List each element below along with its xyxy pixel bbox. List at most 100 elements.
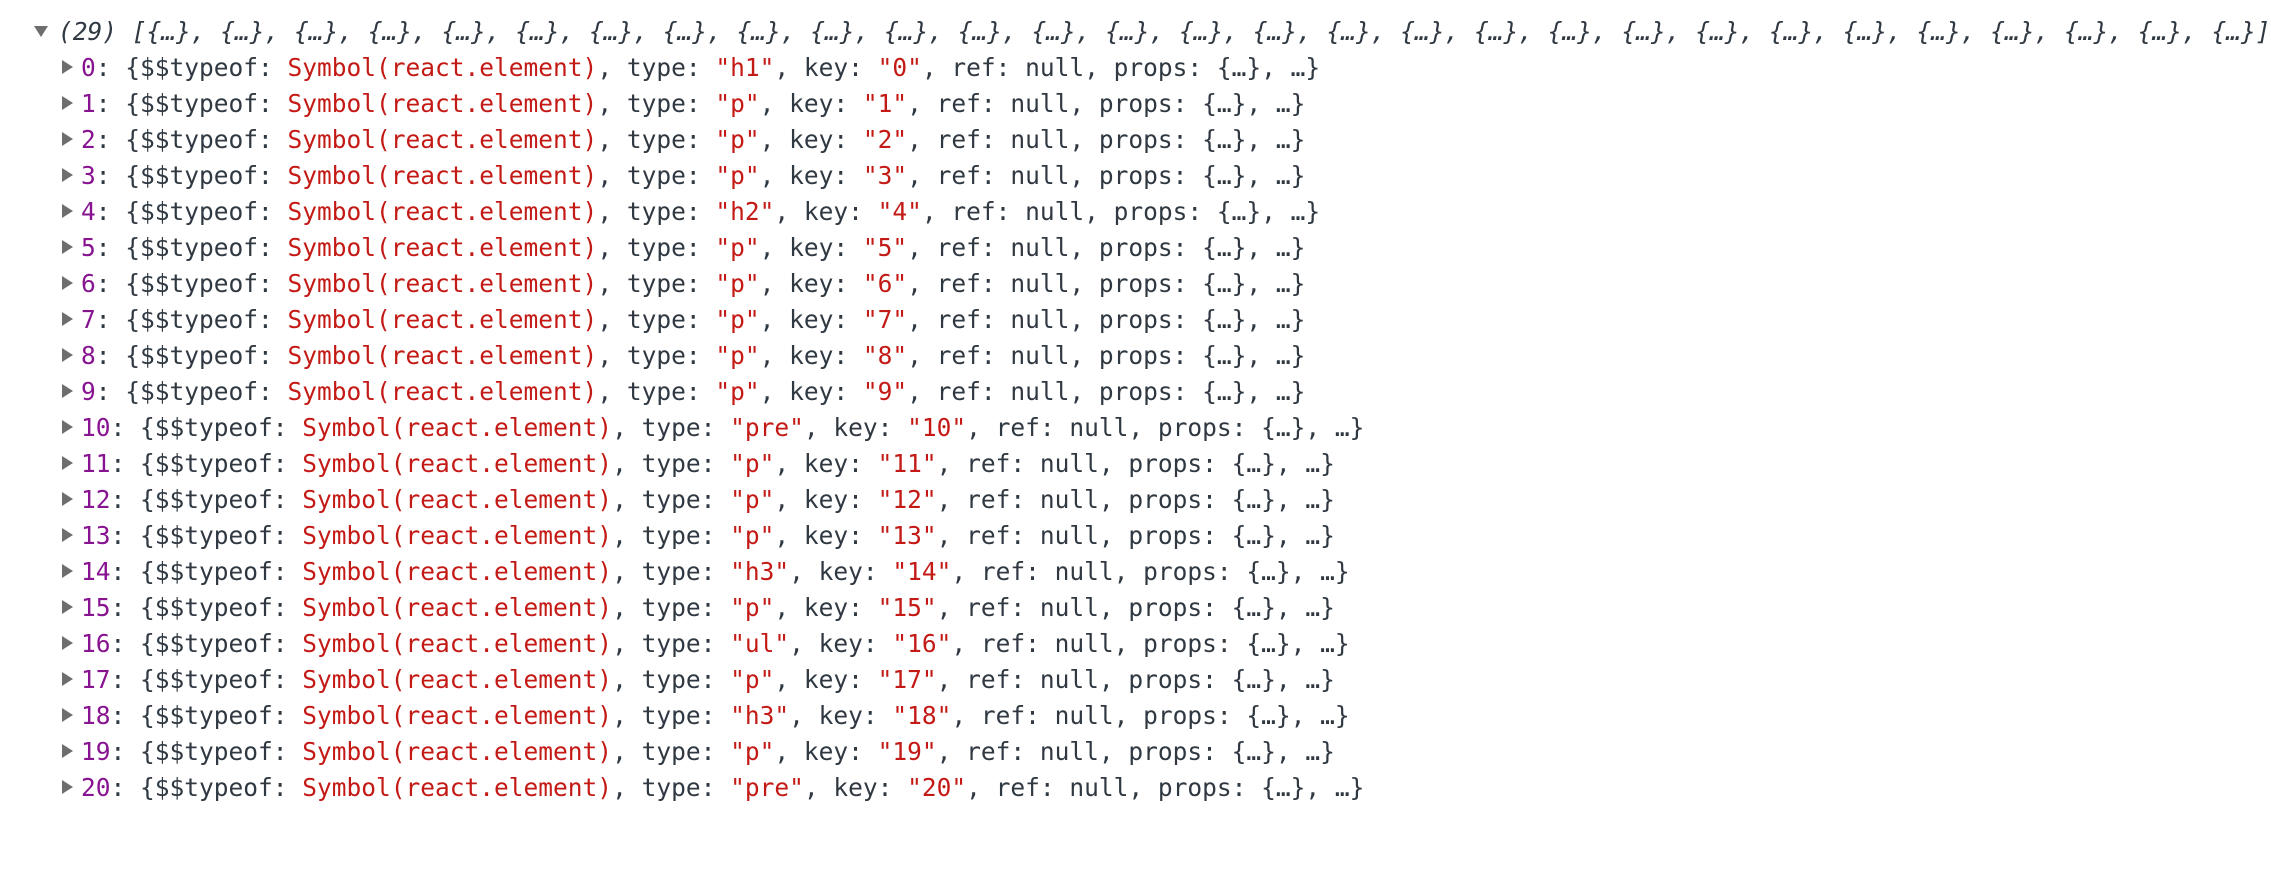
item-key-value: "16" bbox=[892, 629, 952, 658]
array-item-row[interactable]: 4: {$$typeof: Symbol(react.element), typ… bbox=[0, 194, 1738, 230]
array-item-row[interactable]: 18: {$$typeof: Symbol(react.element), ty… bbox=[0, 698, 1738, 734]
item-key-key: , key: bbox=[759, 125, 863, 154]
array-item-row[interactable]: 9: {$$typeof: Symbol(react.element), typ… bbox=[0, 374, 1738, 410]
item-type-value: "p" bbox=[730, 593, 775, 622]
item-typeof-key: {$$typeof: bbox=[125, 233, 288, 262]
item-colon: : bbox=[110, 737, 141, 766]
item-typeof-key: {$$typeof: bbox=[140, 701, 303, 730]
item-key-key: , key: bbox=[774, 53, 878, 82]
array-item-row[interactable]: 3: {$$typeof: Symbol(react.element), typ… bbox=[0, 158, 1738, 194]
item-symbol-value: Symbol(react.element) bbox=[287, 161, 598, 190]
triangle-right-icon[interactable] bbox=[62, 708, 73, 722]
item-rest: , ref: null, props: {…}, …} bbox=[907, 341, 1306, 370]
array-item-row[interactable]: 10: {$$typeof: Symbol(react.element), ty… bbox=[0, 410, 1738, 446]
item-symbol-value: Symbol(react.element) bbox=[287, 233, 598, 262]
item-key-key: , key: bbox=[759, 161, 863, 190]
item-rest: , ref: null, props: {…}, …} bbox=[907, 161, 1306, 190]
item-typeof-key: {$$typeof: bbox=[125, 269, 288, 298]
item-type-value: "p" bbox=[715, 233, 760, 262]
array-item-row[interactable]: 8: {$$typeof: Symbol(react.element), typ… bbox=[0, 338, 1738, 374]
item-type-key: , type: bbox=[597, 89, 716, 118]
item-symbol-value: Symbol(react.element) bbox=[287, 341, 598, 370]
triangle-right-icon[interactable] bbox=[62, 528, 73, 542]
triangle-right-icon[interactable] bbox=[62, 384, 73, 398]
item-typeof-key: {$$typeof: bbox=[125, 197, 288, 226]
item-key-key: , key: bbox=[803, 413, 908, 442]
item-type-key: , type: bbox=[597, 377, 716, 406]
triangle-right-icon[interactable] bbox=[62, 636, 73, 650]
item-index: 0 bbox=[81, 53, 96, 82]
item-index: 16 bbox=[81, 629, 111, 658]
triangle-right-icon[interactable] bbox=[62, 420, 73, 434]
item-colon: : bbox=[110, 629, 141, 658]
item-symbol-value: Symbol(react.element) bbox=[302, 737, 613, 766]
array-item-row[interactable]: 5: {$$typeof: Symbol(react.element), typ… bbox=[0, 230, 1738, 266]
item-typeof-key: {$$typeof: bbox=[140, 665, 303, 694]
triangle-right-icon[interactable] bbox=[62, 204, 73, 218]
array-item-row[interactable]: 20: {$$typeof: Symbol(react.element), ty… bbox=[0, 770, 1738, 806]
array-item-row[interactable]: 13: {$$typeof: Symbol(react.element), ty… bbox=[0, 518, 1738, 554]
item-colon: : bbox=[110, 593, 141, 622]
array-item-row[interactable]: 12: {$$typeof: Symbol(react.element), ty… bbox=[0, 482, 1738, 518]
item-type-value: "p" bbox=[715, 125, 760, 154]
array-item-row[interactable]: 11: {$$typeof: Symbol(react.element), ty… bbox=[0, 446, 1738, 482]
item-colon: : bbox=[95, 341, 126, 370]
triangle-right-icon[interactable] bbox=[62, 600, 73, 614]
item-typeof-key: {$$typeof: bbox=[140, 773, 303, 802]
item-index: 7 bbox=[81, 305, 96, 334]
triangle-right-icon[interactable] bbox=[62, 60, 73, 74]
triangle-right-icon[interactable] bbox=[62, 276, 73, 290]
item-type-value: "p" bbox=[715, 377, 760, 406]
triangle-right-icon[interactable] bbox=[62, 168, 73, 182]
array-item-row[interactable]: 16: {$$typeof: Symbol(react.element), ty… bbox=[0, 626, 1738, 662]
triangle-right-icon[interactable] bbox=[62, 492, 73, 506]
item-colon: : bbox=[110, 665, 141, 694]
triangle-right-icon[interactable] bbox=[62, 564, 73, 578]
triangle-right-icon[interactable] bbox=[62, 744, 73, 758]
array-summary: (29) [{…}, {…}, {…}, {…}, {…}, {…}, {…},… bbox=[58, 17, 2271, 46]
triangle-right-icon[interactable] bbox=[62, 348, 73, 362]
item-type-value: "h3" bbox=[730, 557, 790, 586]
triangle-right-icon[interactable] bbox=[62, 132, 73, 146]
item-key-value: "8" bbox=[862, 341, 908, 370]
item-rest: , ref: null, props: {…}, …} bbox=[907, 125, 1306, 154]
triangle-right-icon[interactable] bbox=[62, 456, 73, 470]
triangle-right-icon[interactable] bbox=[62, 672, 73, 686]
item-colon: : bbox=[95, 89, 126, 118]
item-colon: : bbox=[95, 377, 126, 406]
item-typeof-key: {$$typeof: bbox=[125, 305, 288, 334]
item-type-key: , type: bbox=[597, 341, 716, 370]
item-type-value: "pre" bbox=[730, 413, 804, 442]
triangle-right-icon[interactable] bbox=[62, 96, 73, 110]
item-symbol-value: Symbol(react.element) bbox=[302, 413, 613, 442]
item-type-key: , type: bbox=[597, 305, 716, 334]
array-item-row[interactable]: 14: {$$typeof: Symbol(react.element), ty… bbox=[0, 554, 1738, 590]
item-colon: : bbox=[110, 413, 141, 442]
item-rest: , ref: null, props: {…}, …} bbox=[936, 737, 1335, 766]
array-item-row[interactable]: 19: {$$typeof: Symbol(react.element), ty… bbox=[0, 734, 1738, 770]
item-key-key: , key: bbox=[789, 629, 893, 658]
item-symbol-value: Symbol(react.element) bbox=[287, 269, 598, 298]
array-item-row[interactable]: 15: {$$typeof: Symbol(react.element), ty… bbox=[0, 590, 1738, 626]
array-item-row[interactable]: 6: {$$typeof: Symbol(react.element), typ… bbox=[0, 266, 1738, 302]
triangle-right-icon[interactable] bbox=[62, 240, 73, 254]
item-typeof-key: {$$typeof: bbox=[140, 413, 303, 442]
array-item-row[interactable]: 1: {$$typeof: Symbol(react.element), typ… bbox=[0, 86, 1738, 122]
item-key-key: , key: bbox=[759, 89, 863, 118]
item-symbol-value: Symbol(react.element) bbox=[302, 521, 613, 550]
array-item-row[interactable]: 0: {$$typeof: Symbol(react.element), typ… bbox=[0, 50, 1738, 86]
item-key-value: "14" bbox=[892, 557, 952, 586]
item-type-key: , type: bbox=[612, 413, 731, 442]
array-item-row[interactable]: 17: {$$typeof: Symbol(react.element), ty… bbox=[0, 662, 1738, 698]
item-type-key: , type: bbox=[597, 269, 716, 298]
triangle-right-icon[interactable] bbox=[62, 780, 73, 794]
item-key-value: "10" bbox=[907, 413, 967, 442]
triangle-right-icon[interactable] bbox=[62, 312, 73, 326]
array-item-row[interactable]: 2: {$$typeof: Symbol(react.element), typ… bbox=[0, 122, 1738, 158]
item-type-key: , type: bbox=[612, 449, 731, 478]
array-item-row[interactable]: 7: {$$typeof: Symbol(react.element), typ… bbox=[0, 302, 1738, 338]
array-header-row[interactable]: (29) [{…}, {…}, {…}, {…}, {…}, {…}, {…},… bbox=[0, 14, 2271, 50]
triangle-down-icon[interactable] bbox=[34, 25, 48, 37]
item-rest: , ref: null, props: {…}, …} bbox=[936, 665, 1335, 694]
item-rest: , ref: null, props: {…}, …} bbox=[951, 557, 1350, 586]
